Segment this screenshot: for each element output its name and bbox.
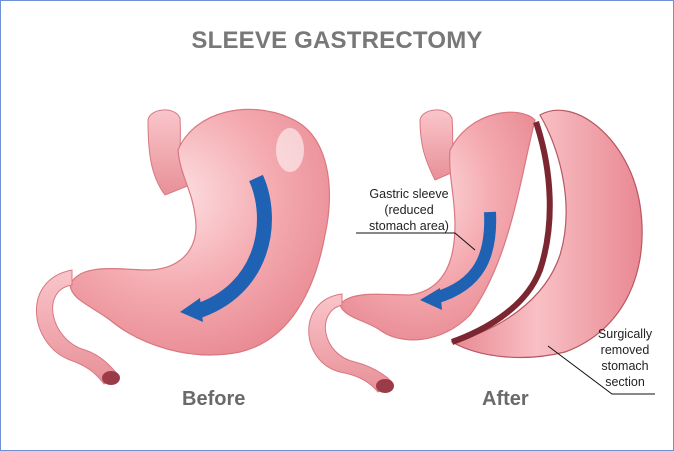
gastric-sleeve-callout: Gastric sleeve (reduced stomach area)	[356, 186, 462, 234]
removed-section-callout: Surgically removed stomach section	[588, 326, 662, 390]
before-label: Before	[182, 388, 245, 411]
callout-line-2: (reduced	[356, 202, 462, 218]
callout-line-4: section	[588, 374, 662, 390]
callout-line-3: stomach area)	[356, 218, 462, 234]
diagram-title: SLEEVE GASTRECTOMY	[0, 27, 674, 55]
callout-line-2: removed	[588, 342, 662, 358]
after-label: After	[482, 388, 529, 411]
before-stomach	[36, 109, 329, 385]
callout-line-3: stomach	[588, 358, 662, 374]
callout-line-1: Surgically	[588, 326, 662, 342]
callout-line-1: Gastric sleeve	[356, 186, 462, 202]
